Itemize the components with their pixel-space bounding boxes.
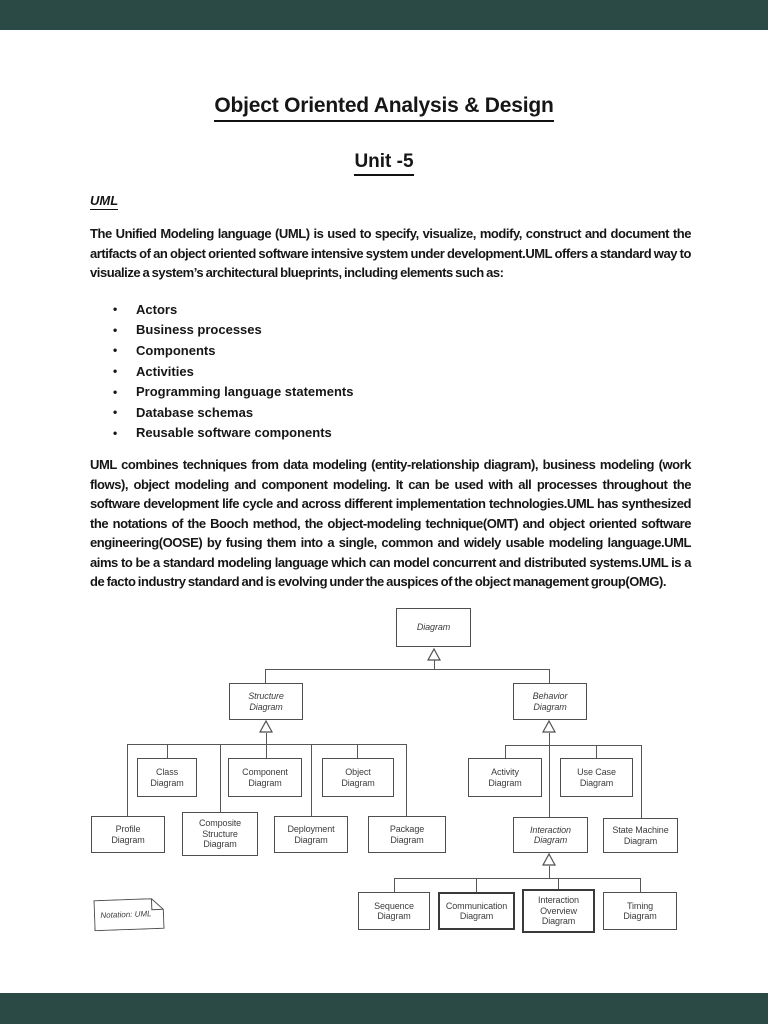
connector-line — [127, 744, 407, 745]
connector-line — [549, 866, 550, 878]
diagram-node-object-diagram: Object Diagram — [322, 758, 394, 797]
connector-line — [549, 733, 550, 817]
connector-line — [476, 878, 477, 892]
connector-line — [265, 669, 550, 670]
diagram-node-sequence-diagram: Sequence Diagram — [358, 892, 430, 930]
generalization-arrow-icon — [258, 719, 274, 733]
generalization-arrow-icon — [541, 719, 557, 733]
page-subtitle: Unit -5 — [0, 151, 768, 176]
diagram-node-state-machine-diagram: State Machine Diagram — [603, 818, 678, 853]
connector-line — [640, 878, 641, 892]
diagram-node-use-case-diagram: Use Case Diagram — [560, 758, 633, 797]
bullet-label: Activities — [136, 363, 194, 379]
bottom-letterbox-bar — [0, 993, 768, 1024]
section-heading-text: UML — [90, 193, 119, 210]
connector-line — [311, 744, 312, 816]
uml-note: Notation: UML — [93, 898, 165, 932]
diagram-node-diagram: Diagram — [396, 608, 471, 647]
connector-line — [558, 878, 559, 889]
diagram-node-composite-structure-diagram: Composite Structure Diagram — [182, 812, 258, 856]
diagram-node-class-diagram: Class Diagram — [137, 758, 197, 797]
diagram-node-structure-diagram: Structure Diagram — [229, 683, 303, 720]
connector-line — [265, 669, 266, 683]
connector-line — [357, 744, 358, 758]
diagram-node-interaction-diagram: Interaction Diagram — [513, 817, 588, 853]
page-title: Object Oriented Analysis & Design — [0, 94, 768, 122]
connector-line — [167, 744, 168, 758]
diagram-node-profile-diagram: Profile Diagram — [91, 816, 165, 853]
bullet-item: • Components — [113, 340, 353, 361]
bullet-label: Actors — [136, 301, 178, 317]
bullet-label: Database schemas — [136, 404, 254, 420]
bullet-item: • Activities — [113, 361, 353, 382]
connector-line — [266, 733, 267, 758]
page-subtitle-text: Unit -5 — [354, 151, 414, 176]
connector-line — [641, 745, 642, 818]
bullet-item: • Database schemas — [113, 402, 353, 423]
generalization-arrow-icon — [541, 852, 557, 866]
connector-line — [394, 878, 395, 892]
bullet-icon: • — [113, 405, 118, 420]
bullet-icon: • — [113, 425, 118, 440]
bullet-label: Programming language statements — [136, 384, 354, 400]
connector-line — [505, 745, 642, 746]
bullet-item: • Actors — [113, 299, 353, 320]
paragraph-intro: The Unified Modeling language (UML) is u… — [90, 226, 691, 280]
bullet-list: •Actors •Business processes •Components … — [113, 299, 353, 443]
bullet-icon: • — [113, 343, 118, 358]
bullet-icon: • — [113, 384, 118, 399]
connector-line — [220, 744, 221, 812]
connector-line — [549, 669, 550, 683]
bullet-item: • Reusable software components — [113, 423, 353, 444]
note-shape-icon — [93, 898, 165, 932]
note-label: Notation: UML — [100, 909, 152, 920]
diagram-node-deployment-diagram: Deployment Diagram — [274, 816, 348, 853]
bullet-icon: • — [113, 364, 118, 379]
diagram-node-component-diagram: Component Diagram — [228, 758, 302, 797]
diagram-node-interaction-overview-diagram: Interaction Overview Diagram — [522, 889, 595, 933]
section-heading-uml: UML — [90, 192, 119, 210]
diagram-node-communication-diagram: Communication Diagram — [438, 892, 515, 930]
paragraph-uml-combines: UML combines techniques from data modeli… — [90, 457, 691, 589]
page-title-text: Object Oriented Analysis & Design — [214, 94, 554, 122]
generalization-arrow-icon — [426, 647, 442, 661]
bullet-item: • Business processes — [113, 320, 353, 341]
bullet-icon: • — [113, 322, 118, 337]
connector-line — [434, 660, 435, 669]
diagram-node-behavior-diagram: Behavior Diagram — [513, 683, 587, 720]
diagram-node-activity-diagram: Activity Diagram — [468, 758, 542, 797]
connector-line — [394, 878, 641, 879]
bullet-icon: • — [113, 302, 118, 317]
top-letterbox-bar — [0, 0, 768, 30]
diagram-node-package-diagram: Package Diagram — [368, 816, 446, 853]
bullet-label: Reusable software components — [136, 425, 332, 441]
connector-line — [505, 745, 506, 758]
connector-line — [596, 745, 597, 758]
diagram-node-timing-diagram: Timing Diagram — [603, 892, 677, 930]
connector-line — [127, 744, 128, 816]
bullet-item: • Programming language statements — [113, 381, 353, 402]
connector-line — [406, 744, 407, 816]
bullet-label: Business processes — [136, 322, 262, 338]
bullet-label: Components — [136, 342, 216, 358]
